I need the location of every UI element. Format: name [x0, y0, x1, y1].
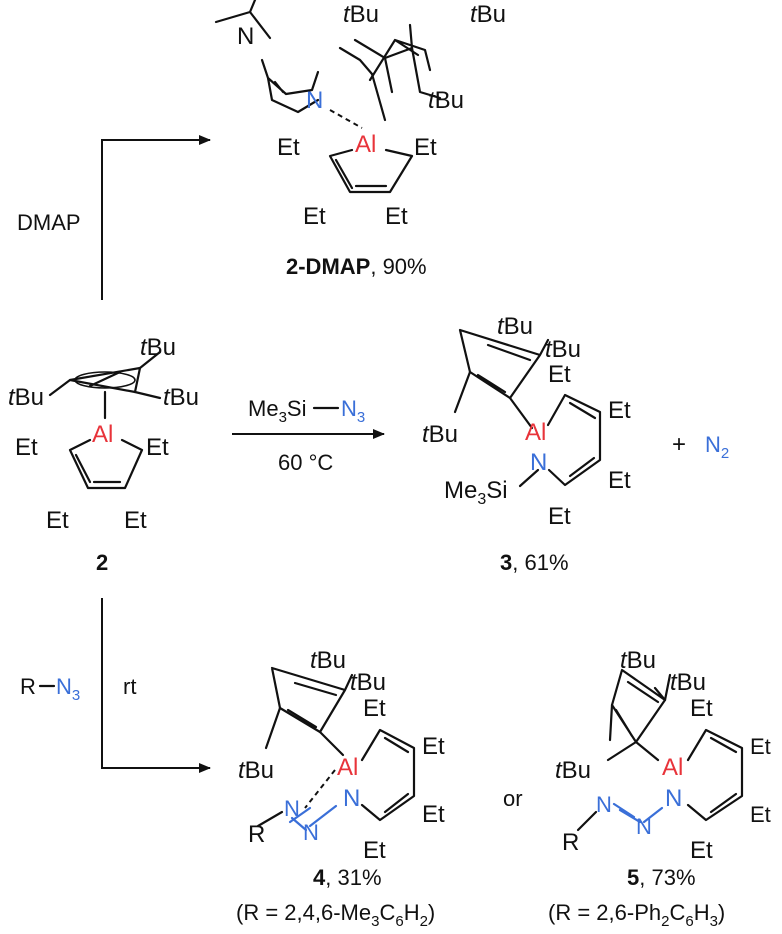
tbu-2-top: tBu	[140, 334, 176, 361]
tbu-3-2: tBu	[545, 336, 581, 363]
r-group-5: R	[562, 829, 579, 856]
arrow-to-4-5	[101, 598, 211, 773]
byproduct-n2: N2	[705, 432, 729, 462]
tbu-3-1: tBu	[497, 313, 533, 340]
al-atom-3: Al	[525, 419, 546, 446]
n-atom-3: N	[530, 449, 547, 476]
compound-3: tBu tBu tBu Al N Et Et Et Et Me3Si 3, 61…	[422, 313, 631, 575]
compound-2-dmap: N N tBu tBu tBu Al Et Et Et Et 2-DMAP, 9…	[214, 0, 506, 279]
et-2dmap-4: Et	[385, 203, 408, 230]
et-2-2: Et	[146, 434, 169, 461]
et-4-1: Et	[363, 695, 386, 722]
et-2dmap-1: Et	[277, 134, 300, 161]
al-atom-5: Al	[662, 754, 683, 781]
n-atom-5-c: N	[636, 814, 652, 839]
me3si-3: Me3Si	[444, 477, 508, 508]
reagent-r-azide-n: N3	[56, 674, 80, 704]
reagent-tms-azide-n: N3	[341, 396, 365, 426]
r-group-4: R	[248, 821, 265, 848]
tbu-5-1: tBu	[620, 647, 656, 674]
et-2dmap-3: Et	[303, 203, 326, 230]
tbu-4-1: tBu	[310, 647, 346, 674]
et-5-4: Et	[690, 837, 713, 864]
tbu-5-2: tBu	[670, 669, 706, 696]
n-atom-4: N	[343, 785, 360, 812]
compound-5: tBu tBu tBu Al N Et Et Et Et N N R 5, 73…	[548, 647, 771, 930]
reagent-r: R	[20, 674, 36, 699]
tbu-2-right: tBu	[163, 384, 199, 411]
tbu-label-1: tBu	[343, 1, 379, 28]
n-atom-4-b: N	[284, 796, 300, 821]
tbu-4-3: tBu	[238, 757, 274, 784]
et-3-3: Et	[608, 467, 631, 494]
reagent-tms-azide: Me3Si	[248, 396, 306, 426]
tbu-4-2: tBu	[350, 669, 386, 696]
n-atom-5: N	[665, 785, 682, 812]
et-4-2: Et	[422, 733, 445, 760]
plus-sign: +	[672, 431, 686, 458]
n-atom-4-c: N	[303, 820, 319, 845]
tbu-2-left: tBu	[8, 384, 44, 411]
dmap-ring-n-atom: N	[306, 87, 323, 114]
et-5-2: Et	[750, 734, 771, 759]
compound-label-2: 2	[96, 550, 108, 575]
tbu-label-2: tBu	[470, 1, 506, 28]
et-4-4: Et	[363, 837, 386, 864]
reaction-temperature: 60 °C	[278, 450, 333, 475]
al-atom-2: Al	[92, 421, 113, 448]
compound-label-4: 4, 31%	[313, 865, 382, 890]
compound-note-4: (R = 2,4,6-Me3C6H2)	[236, 900, 435, 930]
et-4-3: Et	[422, 801, 445, 828]
et-5-1: Et	[690, 695, 713, 722]
et-5-3: Et	[750, 802, 771, 827]
et-2dmap-2: Et	[414, 134, 437, 161]
n-atom-5-b: N	[596, 792, 612, 817]
compound-label-5: 5, 73%	[627, 865, 696, 890]
tbu-5-3: tBu	[555, 757, 591, 784]
al-atom-2dmap: Al	[355, 131, 376, 158]
or-label: or	[503, 786, 523, 811]
compound-label-3: 3, 61%	[500, 550, 569, 575]
al-atom-4: Al	[337, 754, 358, 781]
compound-2: tBu tBu tBu Al Et Et Et Et 2	[8, 334, 199, 575]
et-3-4: Et	[548, 503, 571, 530]
et-3-2: Et	[608, 397, 631, 424]
et-2-4: Et	[124, 507, 147, 534]
et-2-3: Et	[46, 507, 69, 534]
compound-note-5: (R = 2,6-Ph2C6H3)	[548, 900, 725, 930]
tbu-label-3: tBu	[428, 87, 464, 114]
et-3-1: Et	[548, 361, 571, 388]
compound-label-2-dmap: 2-DMAP, 90%	[286, 254, 427, 279]
reagent-dmap: DMAP	[17, 210, 81, 235]
arrow-to-2-dmap	[101, 135, 211, 300]
compound-4: tBu tBu tBu Al N Et Et Et Et N N R 4, 31…	[236, 647, 445, 930]
dmap-n-atom: N	[237, 23, 254, 50]
et-2-1: Et	[15, 434, 38, 461]
reagent-rt: rt	[123, 674, 136, 699]
tbu-3-3: tBu	[422, 421, 458, 448]
